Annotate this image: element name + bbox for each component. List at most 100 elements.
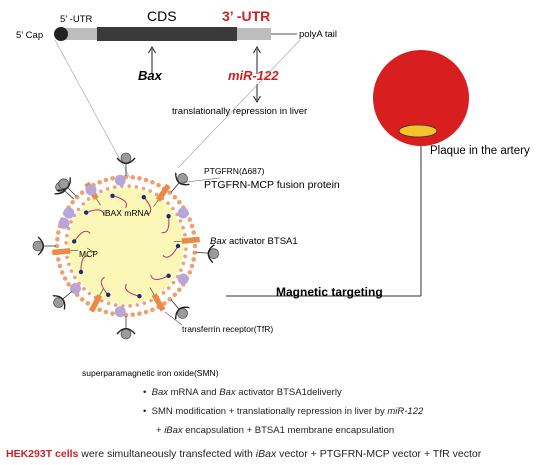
bax-label: Bax	[138, 68, 163, 83]
smn-particle	[177, 173, 188, 184]
lipid-dot	[85, 301, 90, 306]
bullet-2: • SMN modification + translationally rep…	[143, 406, 423, 417]
tfr-pointer	[164, 311, 183, 326]
btsa1-molecules	[58, 174, 189, 318]
lipid-inner-dot	[183, 254, 187, 259]
ptgfrn-linker	[149, 287, 155, 295]
ptgfrn-bar	[155, 183, 171, 202]
lipid-inner-dot	[87, 291, 92, 296]
lipid-dot	[150, 179, 155, 185]
lipid-inner-dot	[64, 241, 68, 245]
ibax-mrna-strands	[71, 193, 181, 299]
bullet-2-part-2: miR-122	[387, 406, 424, 417]
tfr-stalk	[170, 299, 180, 310]
ptgfrn-linker	[96, 198, 101, 206]
bax-arrow-head	[148, 46, 156, 54]
ptgfrn-bar	[52, 248, 71, 256]
mcp-dot	[175, 243, 181, 249]
lipid-dot	[177, 287, 182, 293]
bullet-2-part-1: SMN modification + translationally repre…	[151, 406, 388, 417]
lipid-inner-dot	[86, 197, 91, 201]
lipid-inner-dot	[181, 261, 186, 266]
lipid-dot	[187, 270, 193, 275]
lipid-dot	[97, 307, 102, 313]
lipid-dot	[143, 177, 149, 183]
bullet-1-part-2: mRNA and	[167, 387, 220, 398]
smn-particle	[32, 240, 44, 252]
ptgfrn-linker	[70, 249, 79, 252]
tfr-cup	[116, 327, 136, 335]
mrna-construct: 5’ -UTR CDS 3’ -UTR 5’ Cap polyA tail Ba…	[16, 8, 337, 179]
mcp-dot	[110, 193, 115, 198]
lipid-inner-dot	[106, 301, 111, 306]
lipid-dot	[79, 190, 85, 195]
btsa1-label-rest: activator BTSA1	[226, 236, 297, 247]
mcp-dot	[83, 210, 89, 215]
lipid-dot	[56, 257, 61, 262]
bullet-3-part-3: encapsulation + BTSA1 membrane encapsula…	[182, 425, 395, 436]
lipid-dot	[79, 297, 85, 302]
cds-segment	[97, 27, 237, 41]
mir-arrow-up-head	[253, 46, 261, 54]
lipid-dot	[191, 257, 196, 262]
ibax-mrna-strand	[85, 209, 105, 216]
lipid-inner-dot	[113, 303, 118, 307]
ibax-mrna-strand	[112, 195, 127, 209]
lipid-dot	[150, 307, 155, 313]
magnetic-targeting-label: Magnetic targeting	[276, 285, 383, 299]
lipid-inner-dot	[161, 291, 166, 295]
lipid-dot	[55, 236, 60, 242]
lipid-dot	[172, 292, 178, 298]
mir-label: miR-122	[228, 68, 279, 83]
repression-label: translationally repression in liver	[172, 106, 307, 117]
mcp-dot	[166, 273, 171, 279]
ibax-mrna-strand	[161, 216, 170, 234]
plaque-deposit	[398, 124, 438, 138]
ptgfrn-linker	[173, 240, 182, 243]
lipid-inner-dot	[181, 225, 185, 230]
ptgfrn-bar	[88, 294, 103, 313]
tfr-stalk	[170, 182, 180, 193]
lipid-inner-dot	[179, 268, 183, 272]
lipid-inner-dot	[65, 233, 69, 238]
lipid-inner-dot	[112, 185, 117, 189]
tfr-stalk	[64, 190, 75, 200]
mcp-dot	[166, 213, 171, 219]
vesicle-core	[68, 188, 184, 304]
cds-label: CDS	[147, 8, 177, 24]
lipid-dot	[156, 182, 161, 188]
mir-arrow-down-head	[253, 95, 261, 103]
bullet-1-part-1: Bax	[151, 387, 168, 398]
lipid-dot	[192, 250, 197, 256]
btsa1-dot	[69, 282, 81, 294]
ibax-mrna-strand	[143, 196, 152, 216]
ptgfrn-bar	[151, 293, 166, 312]
btsa1-dot	[63, 207, 75, 219]
lipid-dot	[56, 230, 61, 235]
bullet-3: + iBax encapsulation + BTSA1 membrane en…	[156, 425, 394, 436]
lipid-inner-layer	[64, 184, 188, 308]
lipid-dot	[62, 276, 68, 281]
lipid-dot	[59, 270, 65, 275]
mcp-dot	[78, 269, 84, 275]
ptgfrn-bar	[181, 236, 200, 244]
bullet-1-text: Bax mRNA and Bax activator BTSA1deliverl…	[152, 387, 342, 398]
utr5-label: 5’ -UTR	[60, 14, 93, 25]
lipid-dot	[110, 311, 115, 316]
bullet-1-part-4: activator BTSA1deliverly	[235, 387, 342, 398]
plaque-label: Plaque in the artery	[430, 145, 530, 157]
lipid-dot	[97, 179, 102, 185]
lipid-inner-dot	[141, 186, 146, 191]
plaque-artery: Plaque in the artery Magnetic targeting	[226, 50, 530, 299]
lipid-inner-dot	[81, 202, 86, 206]
lipid-dot	[172, 194, 178, 200]
caption-ibax: iBax	[255, 448, 277, 460]
ibax-mrna-strand	[100, 276, 109, 296]
bullet-2-text: SMN modification + translationally repre…	[152, 406, 424, 417]
lipid-inner-dot	[127, 184, 131, 188]
lipid-inner-dot	[171, 206, 175, 211]
projection-line-right	[177, 39, 301, 169]
utr3-segment	[237, 28, 271, 40]
lipid-dot	[70, 199, 75, 205]
